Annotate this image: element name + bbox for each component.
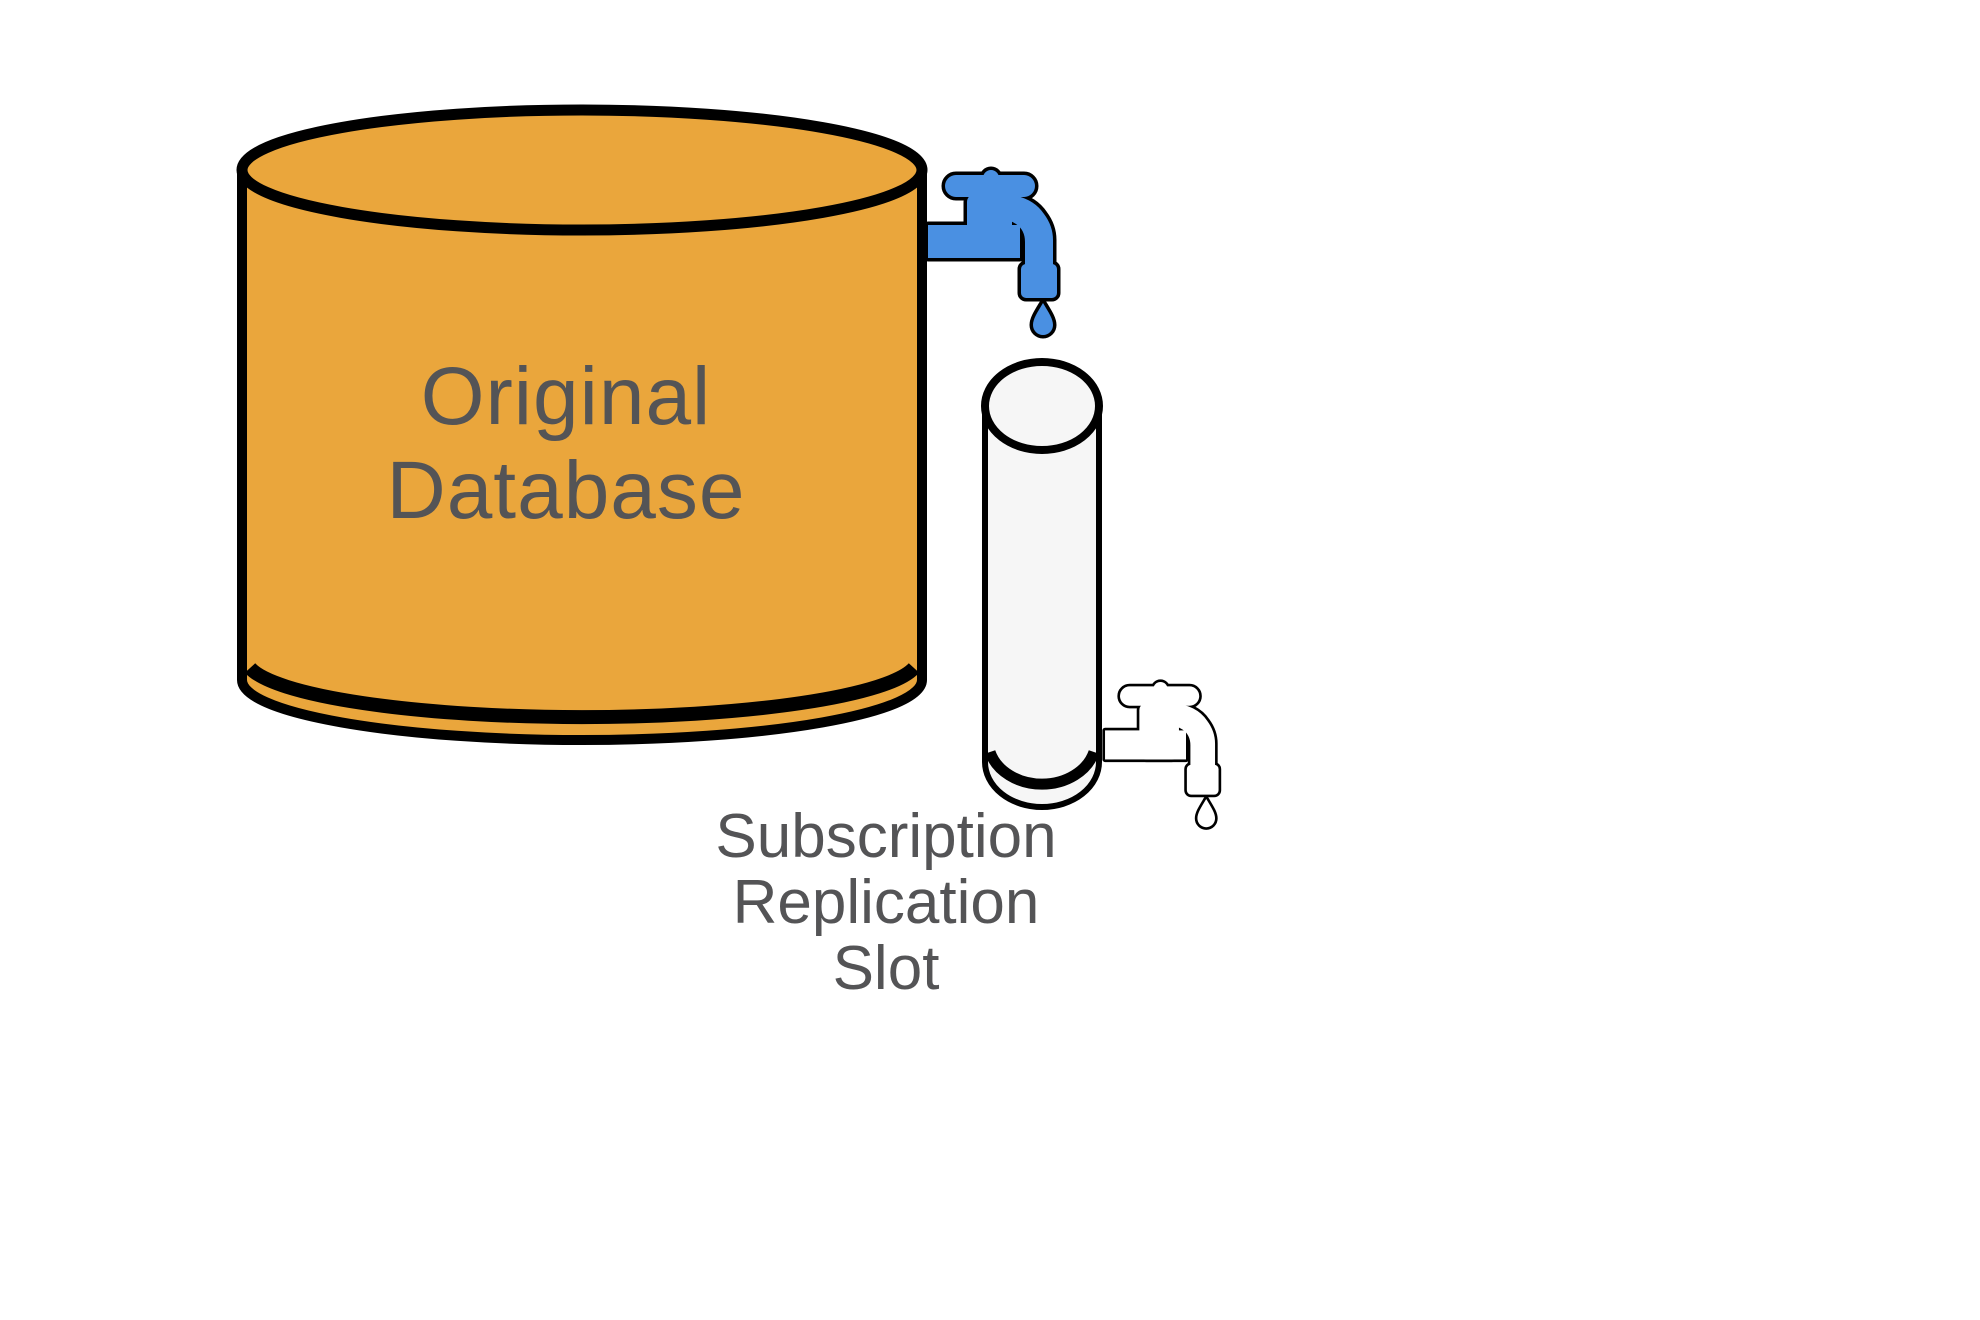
database-label-line2: Database <box>386 445 746 536</box>
slot-label-line3: Slot <box>832 934 940 1003</box>
database-bottom-shadow <box>244 663 920 725</box>
database-body <box>237 170 927 745</box>
slot-label-line1: Subscription <box>715 802 1057 871</box>
slot-label-line2: Replication <box>732 868 1040 937</box>
slot-bottom-shadow <box>984 749 1100 790</box>
database-label-line1: Original <box>420 351 712 442</box>
database-top <box>236 104 928 236</box>
slot-top <box>981 358 1103 454</box>
slot-body <box>982 406 1102 810</box>
database-label: Original Database <box>266 350 866 538</box>
original-database-cylinder <box>236 104 928 745</box>
faucet-icon <box>928 170 1057 335</box>
replication-slot-cylinder <box>981 358 1103 810</box>
replication-slot-label: Subscription Replication Slot <box>586 804 1186 1002</box>
